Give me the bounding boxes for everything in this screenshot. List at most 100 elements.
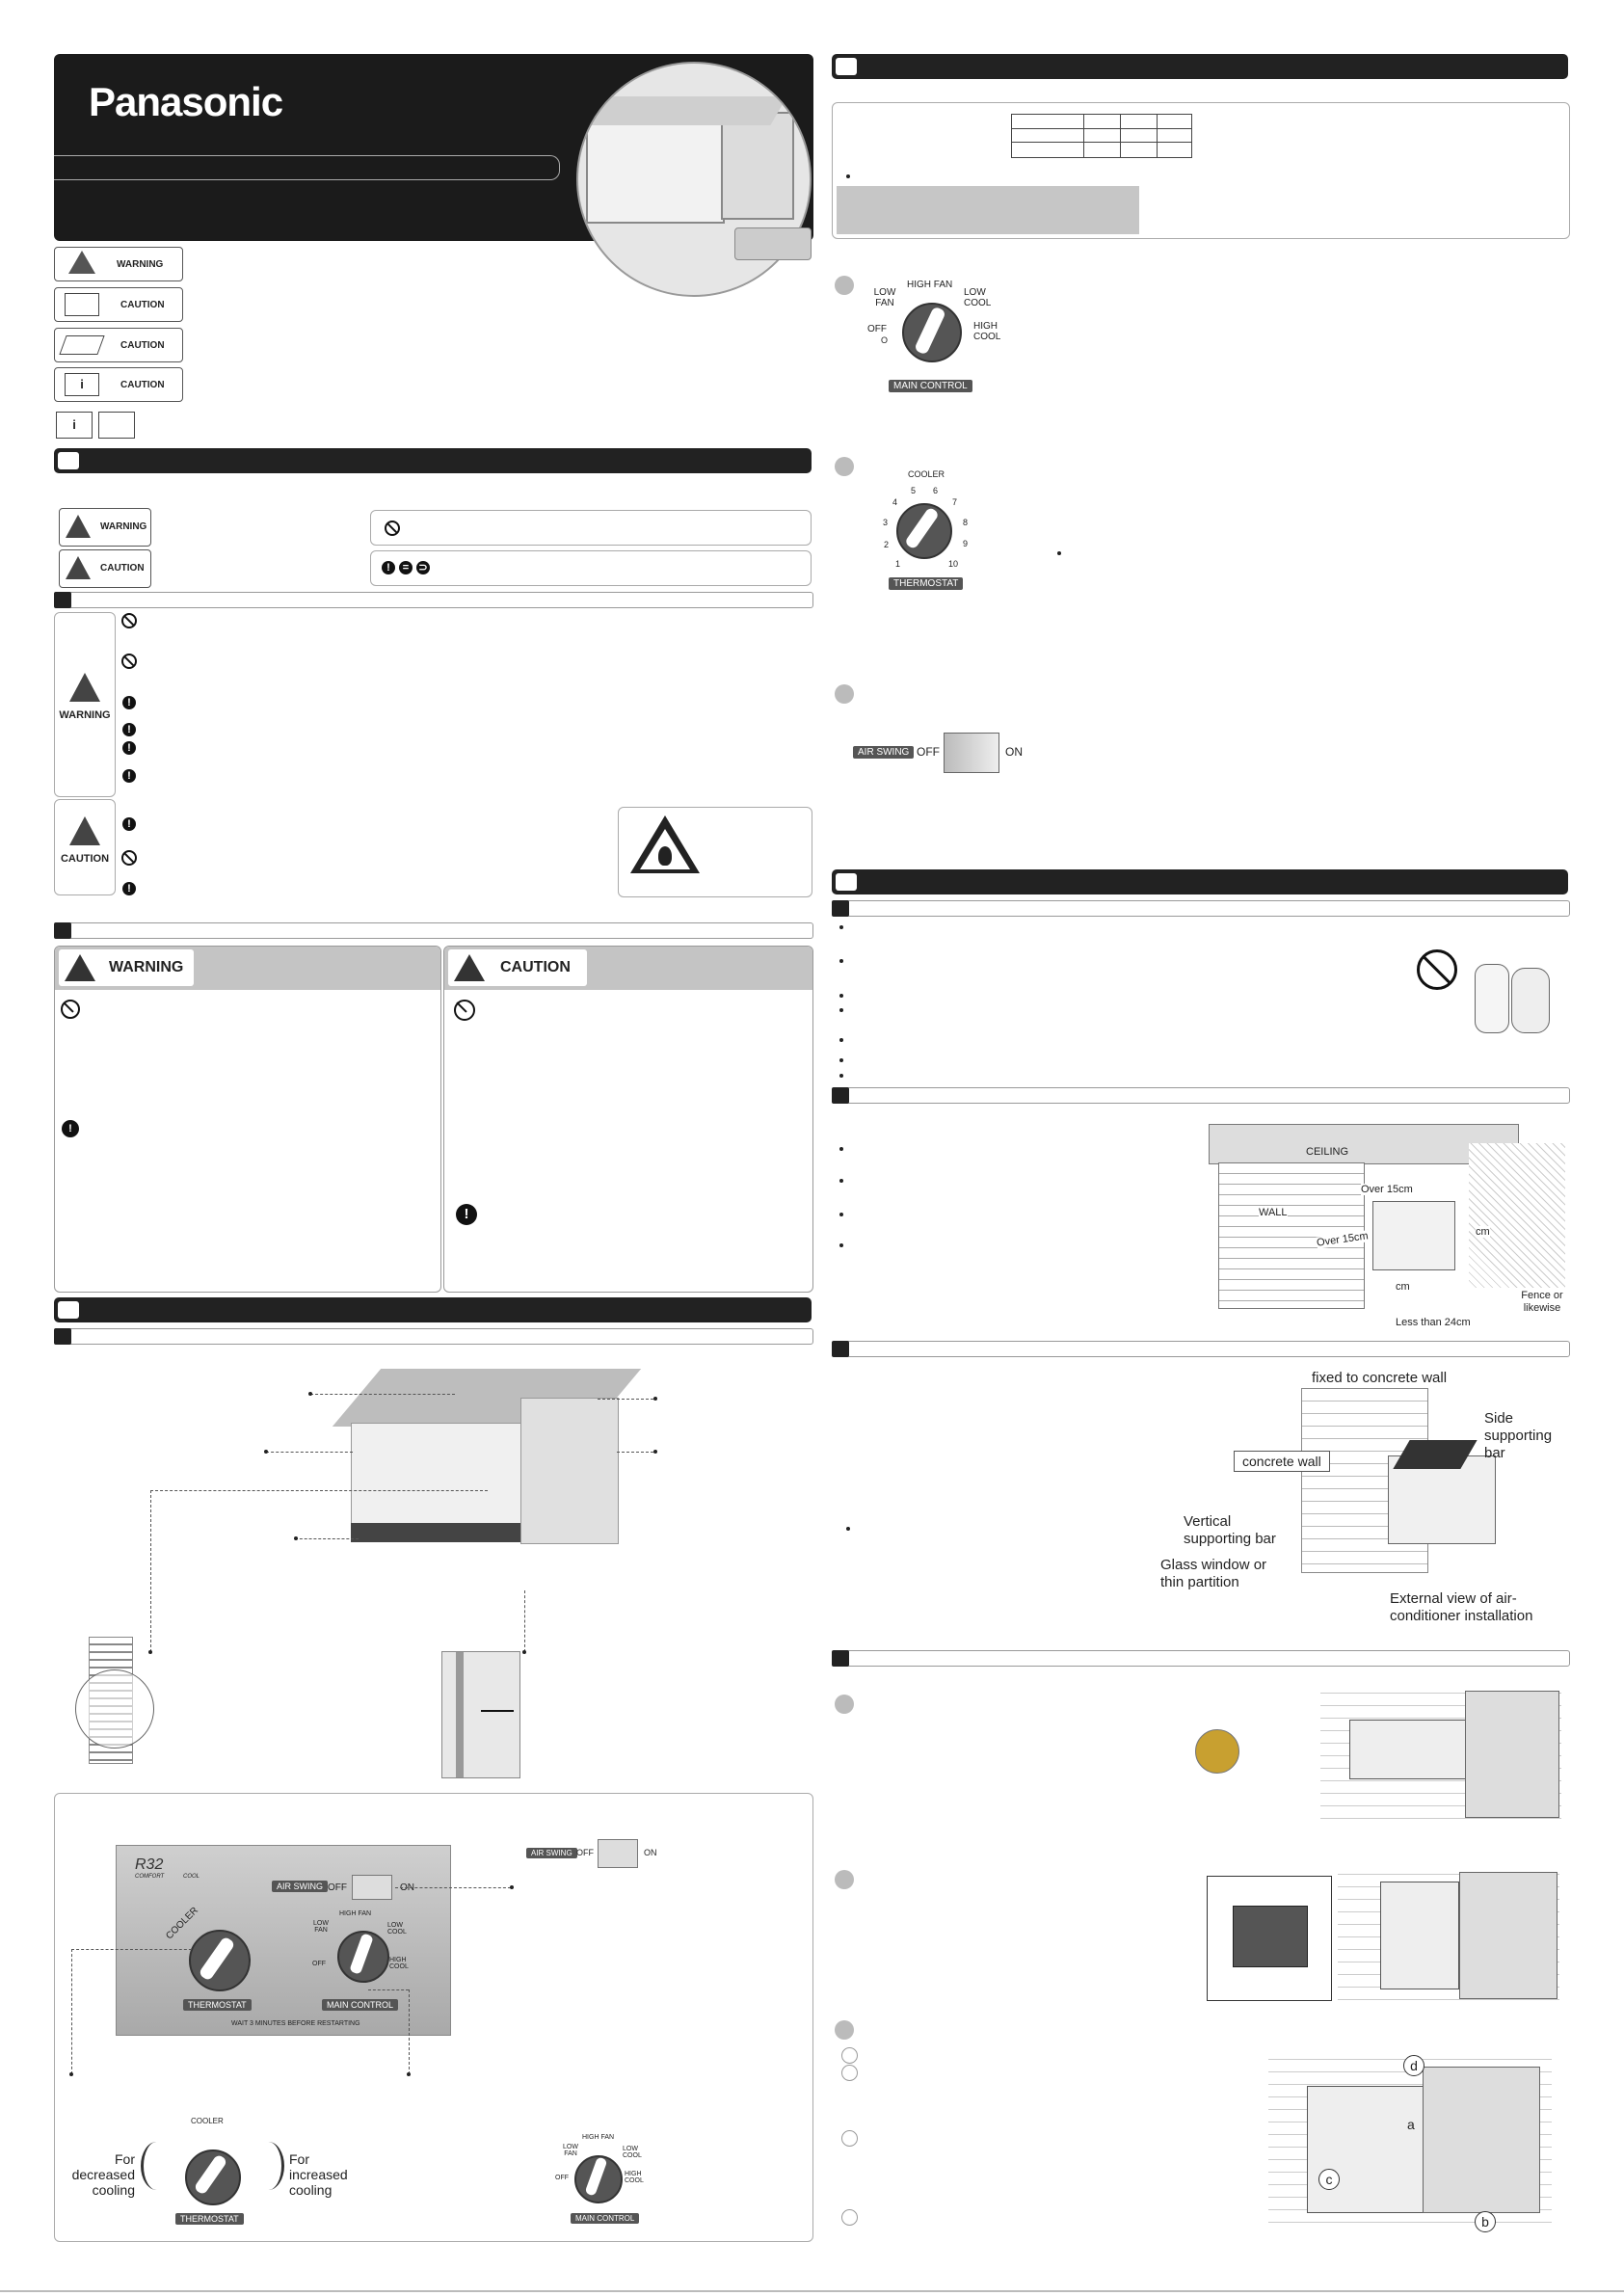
filter-label-b: b xyxy=(1475,2211,1496,2232)
panel-leader-4 xyxy=(368,1989,409,1990)
filter-label-a: a xyxy=(1407,2117,1415,2132)
fixed-to-wall-label: fixed to concrete wall xyxy=(1312,1370,1448,1386)
air-conditioner-top-image xyxy=(587,96,787,125)
main-control-low-fan: LOW FAN xyxy=(873,287,896,308)
leader-line-3 xyxy=(266,1452,353,1453)
leader-line-1 xyxy=(310,1394,455,1395)
legend-caution-instructions-label: CAUTION xyxy=(54,328,183,362)
flammable-symbol-box xyxy=(618,807,812,897)
location-bullet-3 xyxy=(839,994,843,998)
safety-caution-label: CAUTION xyxy=(59,549,151,588)
step-2-marker xyxy=(835,457,854,476)
subsection-bar-clearance xyxy=(832,1087,1570,1104)
clearance-bullet-2 xyxy=(839,1179,843,1183)
panel-air-swing-switch[interactable] xyxy=(352,1875,392,1900)
warning-panel-title: WARNING xyxy=(109,959,184,975)
caution-panel-title: CAUTION xyxy=(500,959,571,975)
safety-warning-label: WARNING xyxy=(59,508,151,547)
thermostat-scale-5: 5 xyxy=(911,486,917,495)
location-bullet-1 xyxy=(839,925,843,929)
leader-dot-3 xyxy=(264,1450,268,1454)
clearance-bullet-1 xyxy=(839,1147,843,1151)
spec-table xyxy=(1011,114,1192,158)
section-bar-specs xyxy=(832,54,1568,79)
louver-detail-illustration xyxy=(71,1637,177,1772)
fence-label: Fence or likewise xyxy=(1521,1290,1563,1314)
legend-warning-label: WARNING xyxy=(54,247,183,281)
unplug-icon: ⊃ xyxy=(416,561,430,574)
leader-dot-7 xyxy=(522,1650,526,1654)
filter-substep-d-marker xyxy=(841,2209,858,2226)
caution-precautions-panel: CAUTION ! xyxy=(443,946,813,1293)
location-bullet-4 xyxy=(839,1008,843,1012)
legend-caution-read-label: CAUTION xyxy=(54,287,183,322)
no-gas-cylinder-icon xyxy=(1417,949,1457,990)
subsection-bar-parts-id xyxy=(54,1328,813,1345)
gas-cylinder-illustration xyxy=(1455,956,1567,1043)
brand-logo: Panasonic xyxy=(89,79,283,124)
open-manual-icon xyxy=(59,335,105,355)
step-3-marker xyxy=(835,684,854,704)
panel-off-label: OFF xyxy=(312,1961,326,1967)
panel-leader-dot-3 xyxy=(407,2072,411,2076)
footer-rule xyxy=(0,2290,1624,2292)
filter-substep-c-marker xyxy=(841,2130,858,2147)
bottom-high-cool-label: HIGH COOL xyxy=(625,2171,644,2184)
standalone-air-swing-off: OFF xyxy=(576,1848,594,1857)
location-bullet-5 xyxy=(839,1038,843,1042)
caution-panel-mandatory-icon: ! xyxy=(456,1204,477,1225)
bottom-cooler-label: COOLER xyxy=(191,2117,224,2125)
panel-leader-dot-1 xyxy=(510,1885,514,1889)
bottom-off-label: OFF xyxy=(555,2175,569,2181)
subsection-bar-mounting xyxy=(832,1341,1570,1357)
filter-step-3-illustration xyxy=(1268,2047,1552,2230)
rule-mandatory-icon-3: ! xyxy=(122,741,136,755)
cm-right-label: cm xyxy=(1476,1226,1490,1238)
bottom-high-fan-label: HIGH FAN xyxy=(582,2134,615,2141)
standalone-air-swing-switch[interactable] xyxy=(598,1839,638,1868)
thermostat-scale-2: 2 xyxy=(884,540,890,549)
panel-leader-5 xyxy=(409,1989,410,2074)
warning-precautions-panel: WARNING ! xyxy=(54,946,441,1293)
panel-low-cool-label: LOW COOL xyxy=(387,1922,407,1936)
unit-illustration xyxy=(328,1369,655,1562)
main-control-high-cool: HIGH COOL xyxy=(973,321,1001,342)
increase-arrow xyxy=(253,2142,284,2190)
leader-line-4 xyxy=(617,1452,653,1453)
filter-step-2-marker xyxy=(835,1870,854,1889)
caution-mandatory-icon-2: ! xyxy=(122,882,136,895)
filter-detail-illustration xyxy=(441,1651,520,1778)
decrease-arrow xyxy=(141,2142,173,2190)
air-swing-switch[interactable] xyxy=(944,733,999,773)
leader-line-6 xyxy=(150,1490,151,1652)
thermostat-cooler-label: COOLER xyxy=(908,469,945,479)
cool-label: COOL xyxy=(183,1874,200,1880)
leader-dot-5 xyxy=(294,1536,298,1540)
warning-panel-prohibited-icon xyxy=(61,1000,80,1019)
section-bar-installation xyxy=(832,869,1568,894)
filter-substep-b-marker xyxy=(841,2065,858,2081)
panel-high-cool-label: HIGH COOL xyxy=(389,1957,409,1970)
thermostat-scale-9: 9 xyxy=(963,539,969,548)
caution-side-label: CAUTION xyxy=(54,799,116,895)
earth-icon: = xyxy=(399,561,413,574)
rule-prohibited-icon-1 xyxy=(121,613,137,628)
subsection-bar-warnings xyxy=(54,592,813,608)
vertical-supporting-bar-label: Vertical supporting bar xyxy=(1184,1513,1276,1547)
leader-line-8 xyxy=(524,1590,525,1652)
filter-label-d: d xyxy=(1403,2055,1424,2076)
leader-dot-2 xyxy=(653,1397,657,1401)
bottom-thermostat-label: THERMOSTAT xyxy=(175,2213,244,2225)
clearance-bullet-3 xyxy=(839,1213,843,1216)
over-15-top-label: Over 15cm xyxy=(1361,1184,1413,1195)
panel-main-control-label: MAIN CONTROL xyxy=(322,1999,399,2011)
thermostat-scale-8: 8 xyxy=(963,518,969,527)
product-photo-circle xyxy=(576,62,812,297)
filter-step-1-marker xyxy=(835,1695,854,1714)
panel-high-fan-label: HIGH FAN xyxy=(339,1910,372,1917)
fence-hatch xyxy=(1469,1143,1565,1288)
warning-panel-mandatory-icon: ! xyxy=(62,1120,79,1137)
control-panel-plate xyxy=(116,1845,451,2036)
thermostat-scale-1: 1 xyxy=(895,559,901,569)
warning-side-label: WARNING xyxy=(54,612,116,797)
